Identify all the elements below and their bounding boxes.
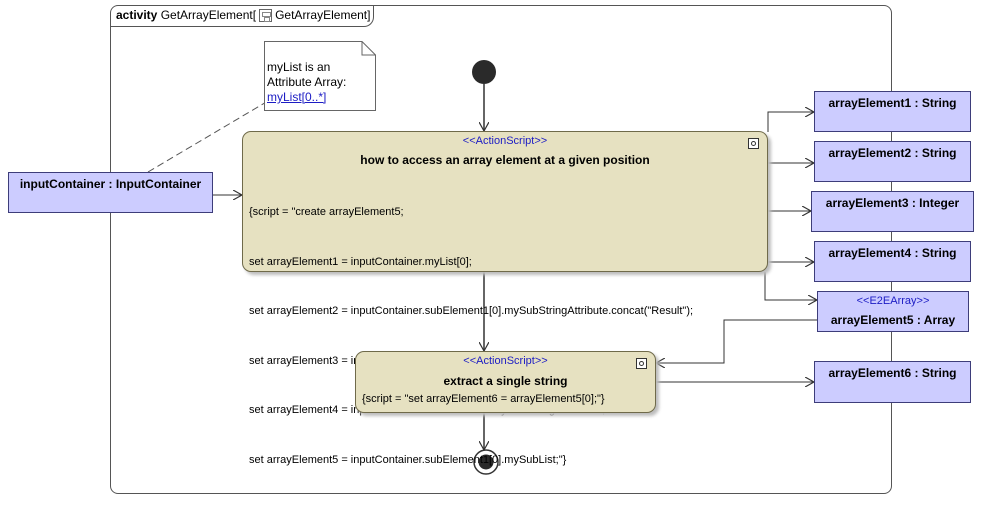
input-pin-label: inputContainer : InputContainer xyxy=(19,177,202,191)
initial-node xyxy=(472,60,496,84)
action2-stereotype: <<ActionScript>> xyxy=(463,355,548,367)
output-pin-arrayelement5[interactable]: <<E2EArray>> arrayElement5 : Array xyxy=(817,291,969,332)
pin-label: arrayElement1 : String xyxy=(828,96,957,110)
action1-stereotype: <<ActionScript>> xyxy=(462,135,548,147)
frame-ref-name: GetArrayElement xyxy=(275,8,368,22)
pin-label: arrayElement3 : Integer xyxy=(825,196,960,210)
flow-el5-to-action2 xyxy=(656,319,817,363)
pin-label: arrayElement2 : String xyxy=(828,146,957,160)
output-pin-arrayelement6[interactable]: arrayElement6 : String xyxy=(814,361,971,403)
action1-name: how to access an array element at a give… xyxy=(360,153,650,167)
action2-script: {script = "set arrayElement6 = arrayElem… xyxy=(362,393,605,405)
pin-stereotype: <<E2EArray>> xyxy=(856,295,930,307)
activity-ref-icon xyxy=(259,9,273,22)
flow-to-el1 xyxy=(767,112,814,132)
output-pin-arrayelement1[interactable]: arrayElement1 : String xyxy=(814,91,971,132)
output-pin-arrayelement2[interactable]: arrayElement2 : String xyxy=(814,141,971,182)
output-pin-arrayelement3[interactable]: arrayElement3 : Integer xyxy=(811,191,974,232)
frame-title: activity GetArrayElement[GetArrayElement… xyxy=(110,5,374,27)
script-line: set arrayElement5 = inputContainer.subEl… xyxy=(249,453,567,466)
script-line: set arrayElement1 = inputContainer.myLis… xyxy=(249,255,472,268)
frame-keyword: activity xyxy=(116,8,158,22)
pin-label: arrayElement5 : Array xyxy=(830,313,956,327)
flow-to-el5 xyxy=(764,272,817,300)
settings-icon[interactable] xyxy=(748,138,759,149)
action1-script: {script = "create arrayElement5; set arr… xyxy=(249,171,693,501)
action-access-array-element[interactable]: <<ActionScript>> how to access an array … xyxy=(242,131,768,466)
comment-note: myList is an Attribute Array: myList[0..… xyxy=(264,41,376,111)
note-line-1: myList is an xyxy=(267,60,331,74)
pin-label: arrayElement4 : String xyxy=(828,246,957,260)
action-extract-single-string[interactable]: <<ActionScript>> extract a single string… xyxy=(355,351,656,413)
output-pin-arrayelement4[interactable]: arrayElement4 : String xyxy=(814,241,971,282)
action2-name: extract a single string xyxy=(443,374,568,388)
pin-label: arrayElement6 : String xyxy=(828,366,957,380)
settings-icon[interactable] xyxy=(636,358,647,369)
note-line-2: Attribute Array: xyxy=(267,75,347,89)
script-line: {script = "create arrayElement5; xyxy=(249,206,404,218)
note-anchor xyxy=(147,100,269,173)
note-attribute-link[interactable]: myList[0..*] xyxy=(267,90,327,104)
frame-name: GetArrayElement xyxy=(160,8,253,22)
input-pin-inputcontainer[interactable]: inputContainer : InputContainer xyxy=(8,172,213,213)
script-line: set arrayElement2 = inputContainer.subEl… xyxy=(249,305,694,317)
